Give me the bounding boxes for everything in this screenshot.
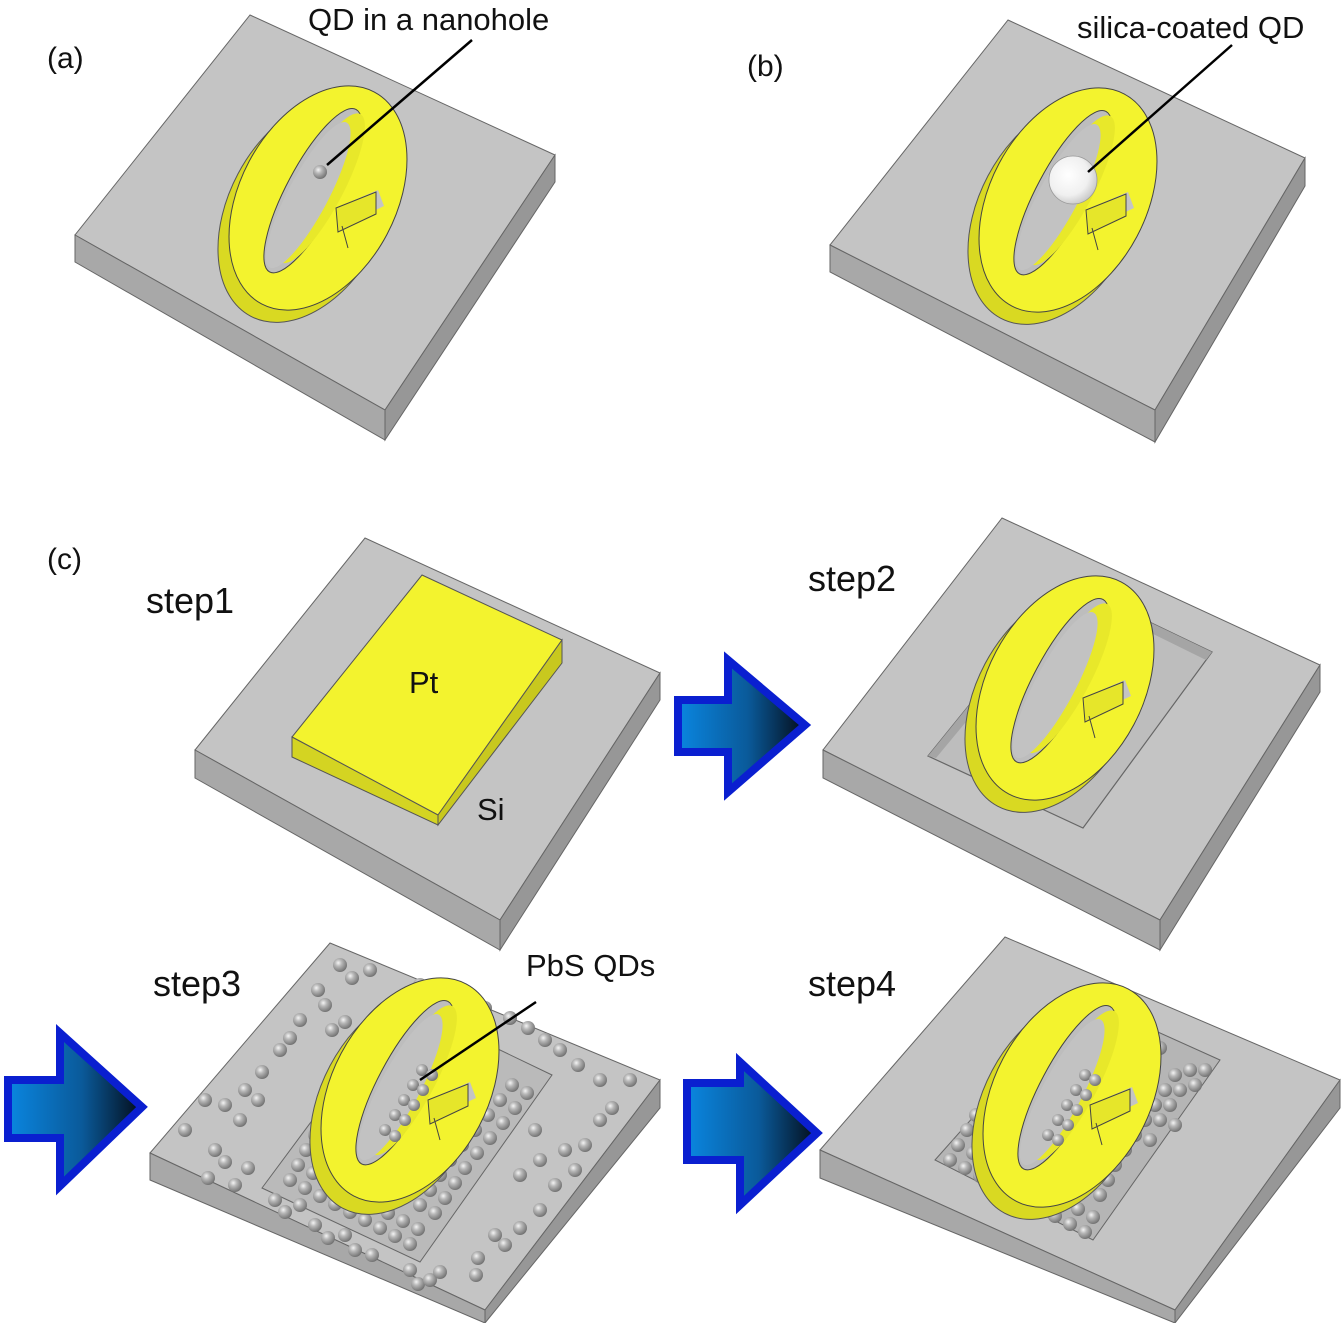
callout-pbs-qds: PbS QDs (526, 948, 656, 983)
silica-coated-qd (1048, 155, 1098, 205)
step3-diagram (149, 942, 661, 1323)
panel-b-diagram (829, 19, 1306, 444)
process-arrow-1 (674, 651, 812, 801)
step4-diagram (819, 936, 1341, 1323)
step2-label: step2 (808, 558, 897, 599)
step4-label: step4 (808, 963, 897, 1004)
step2-diagram (822, 517, 1321, 952)
process-arrow-2 (4, 1024, 148, 1196)
panel-label-a: (a) (47, 42, 84, 75)
qds-in-nanohole (379, 1064, 438, 1142)
panel-label-b: (b) (747, 50, 784, 83)
panel-a-diagram (74, 14, 556, 442)
panel-label-c: (c) (47, 543, 82, 576)
step1-label: step1 (146, 580, 235, 621)
qds-in-nanohole-step4 (1042, 1069, 1101, 1146)
pbs-qd-cluster (178, 958, 637, 1291)
callout-silica-coated-qd: silica-coated QD (1077, 10, 1305, 45)
step3-label: step3 (153, 963, 242, 1004)
callout-line-a (326, 39, 473, 166)
callout-line-pbs (419, 1000, 537, 1082)
callout-qd-in-nanohole: QD in a nanohole (308, 2, 550, 37)
step1-diagram (194, 537, 661, 952)
process-arrow-3 (683, 1052, 823, 1215)
pt-label: Pt (409, 665, 439, 700)
si-label: Si (477, 792, 505, 827)
callout-line-b (1087, 44, 1233, 173)
qd-in-nanohole (313, 165, 327, 179)
